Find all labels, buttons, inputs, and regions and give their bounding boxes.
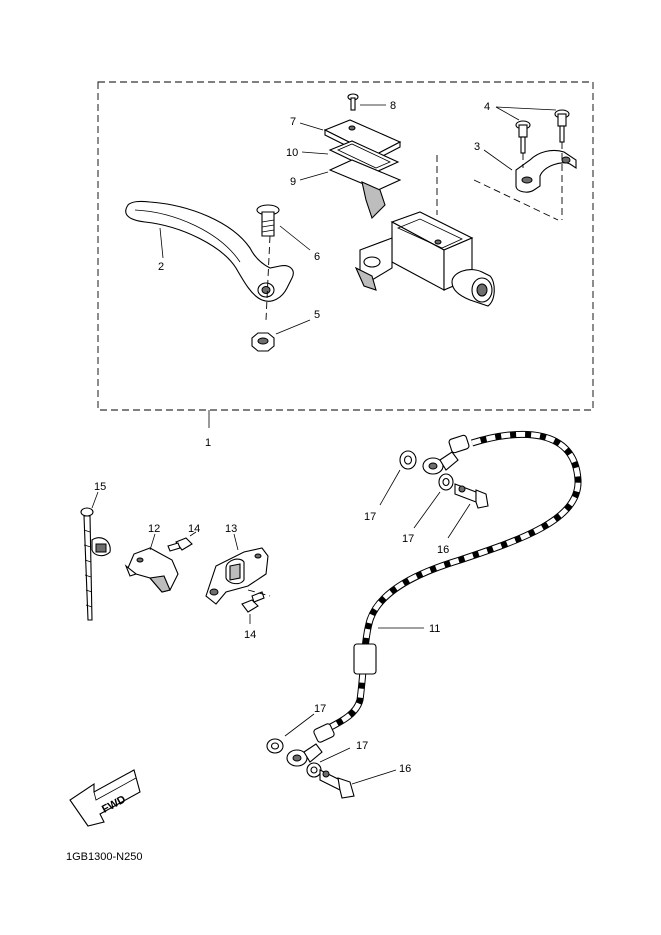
callout-4: 4 [484, 101, 490, 113]
master-cylinder-body [354, 211, 495, 307]
lower-copper-washers [266, 738, 322, 778]
lever-pivot-bolt [256, 204, 280, 237]
leader-17c [284, 713, 315, 737]
leader-4a [495, 106, 520, 121]
callout-7: 7 [290, 116, 296, 128]
cable-tie [80, 507, 111, 621]
leader-12 [149, 533, 156, 551]
leader-13 [233, 533, 239, 551]
diagram-code: 1GB1300-N250 [66, 851, 142, 863]
brake-hose [286, 430, 582, 767]
leader-17d [319, 747, 351, 763]
assembly-boundary [97, 81, 594, 411]
leader-3 [483, 149, 513, 171]
leader-7 [299, 122, 324, 131]
leader-15 [91, 491, 99, 509]
leader-6 [279, 225, 311, 251]
callout-13: 13 [225, 523, 237, 535]
callout-17d: 17 [356, 740, 368, 752]
diaphragm-plate [328, 159, 402, 220]
callout-15: 15 [94, 481, 106, 493]
fwd-arrow-icon [69, 769, 141, 827]
callout-17b: 17 [402, 533, 414, 545]
callout-6: 6 [314, 251, 320, 263]
callout-2: 2 [158, 261, 164, 273]
callout-12: 12 [148, 523, 160, 535]
holder-screw-lower [241, 591, 265, 613]
axis-lever [265, 235, 271, 321]
callout-3: 3 [474, 141, 480, 153]
leader-16a [447, 503, 471, 539]
leader-17b [413, 491, 441, 529]
callout-17a: 17 [364, 511, 376, 523]
holder-bolts [515, 109, 570, 154]
leader-9 [299, 171, 329, 181]
axis-holder [473, 179, 559, 221]
leader-16b [351, 769, 397, 785]
leader-5 [275, 319, 311, 335]
callout-9: 9 [290, 176, 296, 188]
lower-union-bolt [319, 769, 355, 799]
axis-screw-lower [247, 589, 271, 597]
callout-14a: 14 [188, 523, 200, 535]
cap-screw [347, 93, 359, 111]
callout-14b: 14 [244, 629, 256, 641]
hose-holder [205, 547, 269, 605]
leader-14a [189, 531, 197, 537]
leader-4b [495, 106, 557, 111]
callout-10: 10 [286, 147, 298, 159]
upper-copper-washers [399, 450, 454, 491]
callout-16a: 16 [437, 544, 449, 556]
callout-16b: 16 [399, 763, 411, 775]
leader-10 [301, 151, 329, 155]
lever-nut [251, 332, 275, 352]
callout-17c: 17 [314, 703, 326, 715]
callout-1: 1 [205, 437, 211, 449]
callout-8: 8 [390, 100, 396, 112]
brake-lever [125, 200, 294, 302]
hose-guide [124, 547, 179, 593]
callout-5: 5 [314, 309, 320, 321]
callout-11: 11 [429, 623, 440, 635]
holder [515, 149, 577, 193]
leader-17a [379, 469, 401, 506]
holder-screw-upper [167, 537, 193, 552]
upper-union-bolt [454, 483, 489, 509]
leader-2 [159, 227, 164, 259]
